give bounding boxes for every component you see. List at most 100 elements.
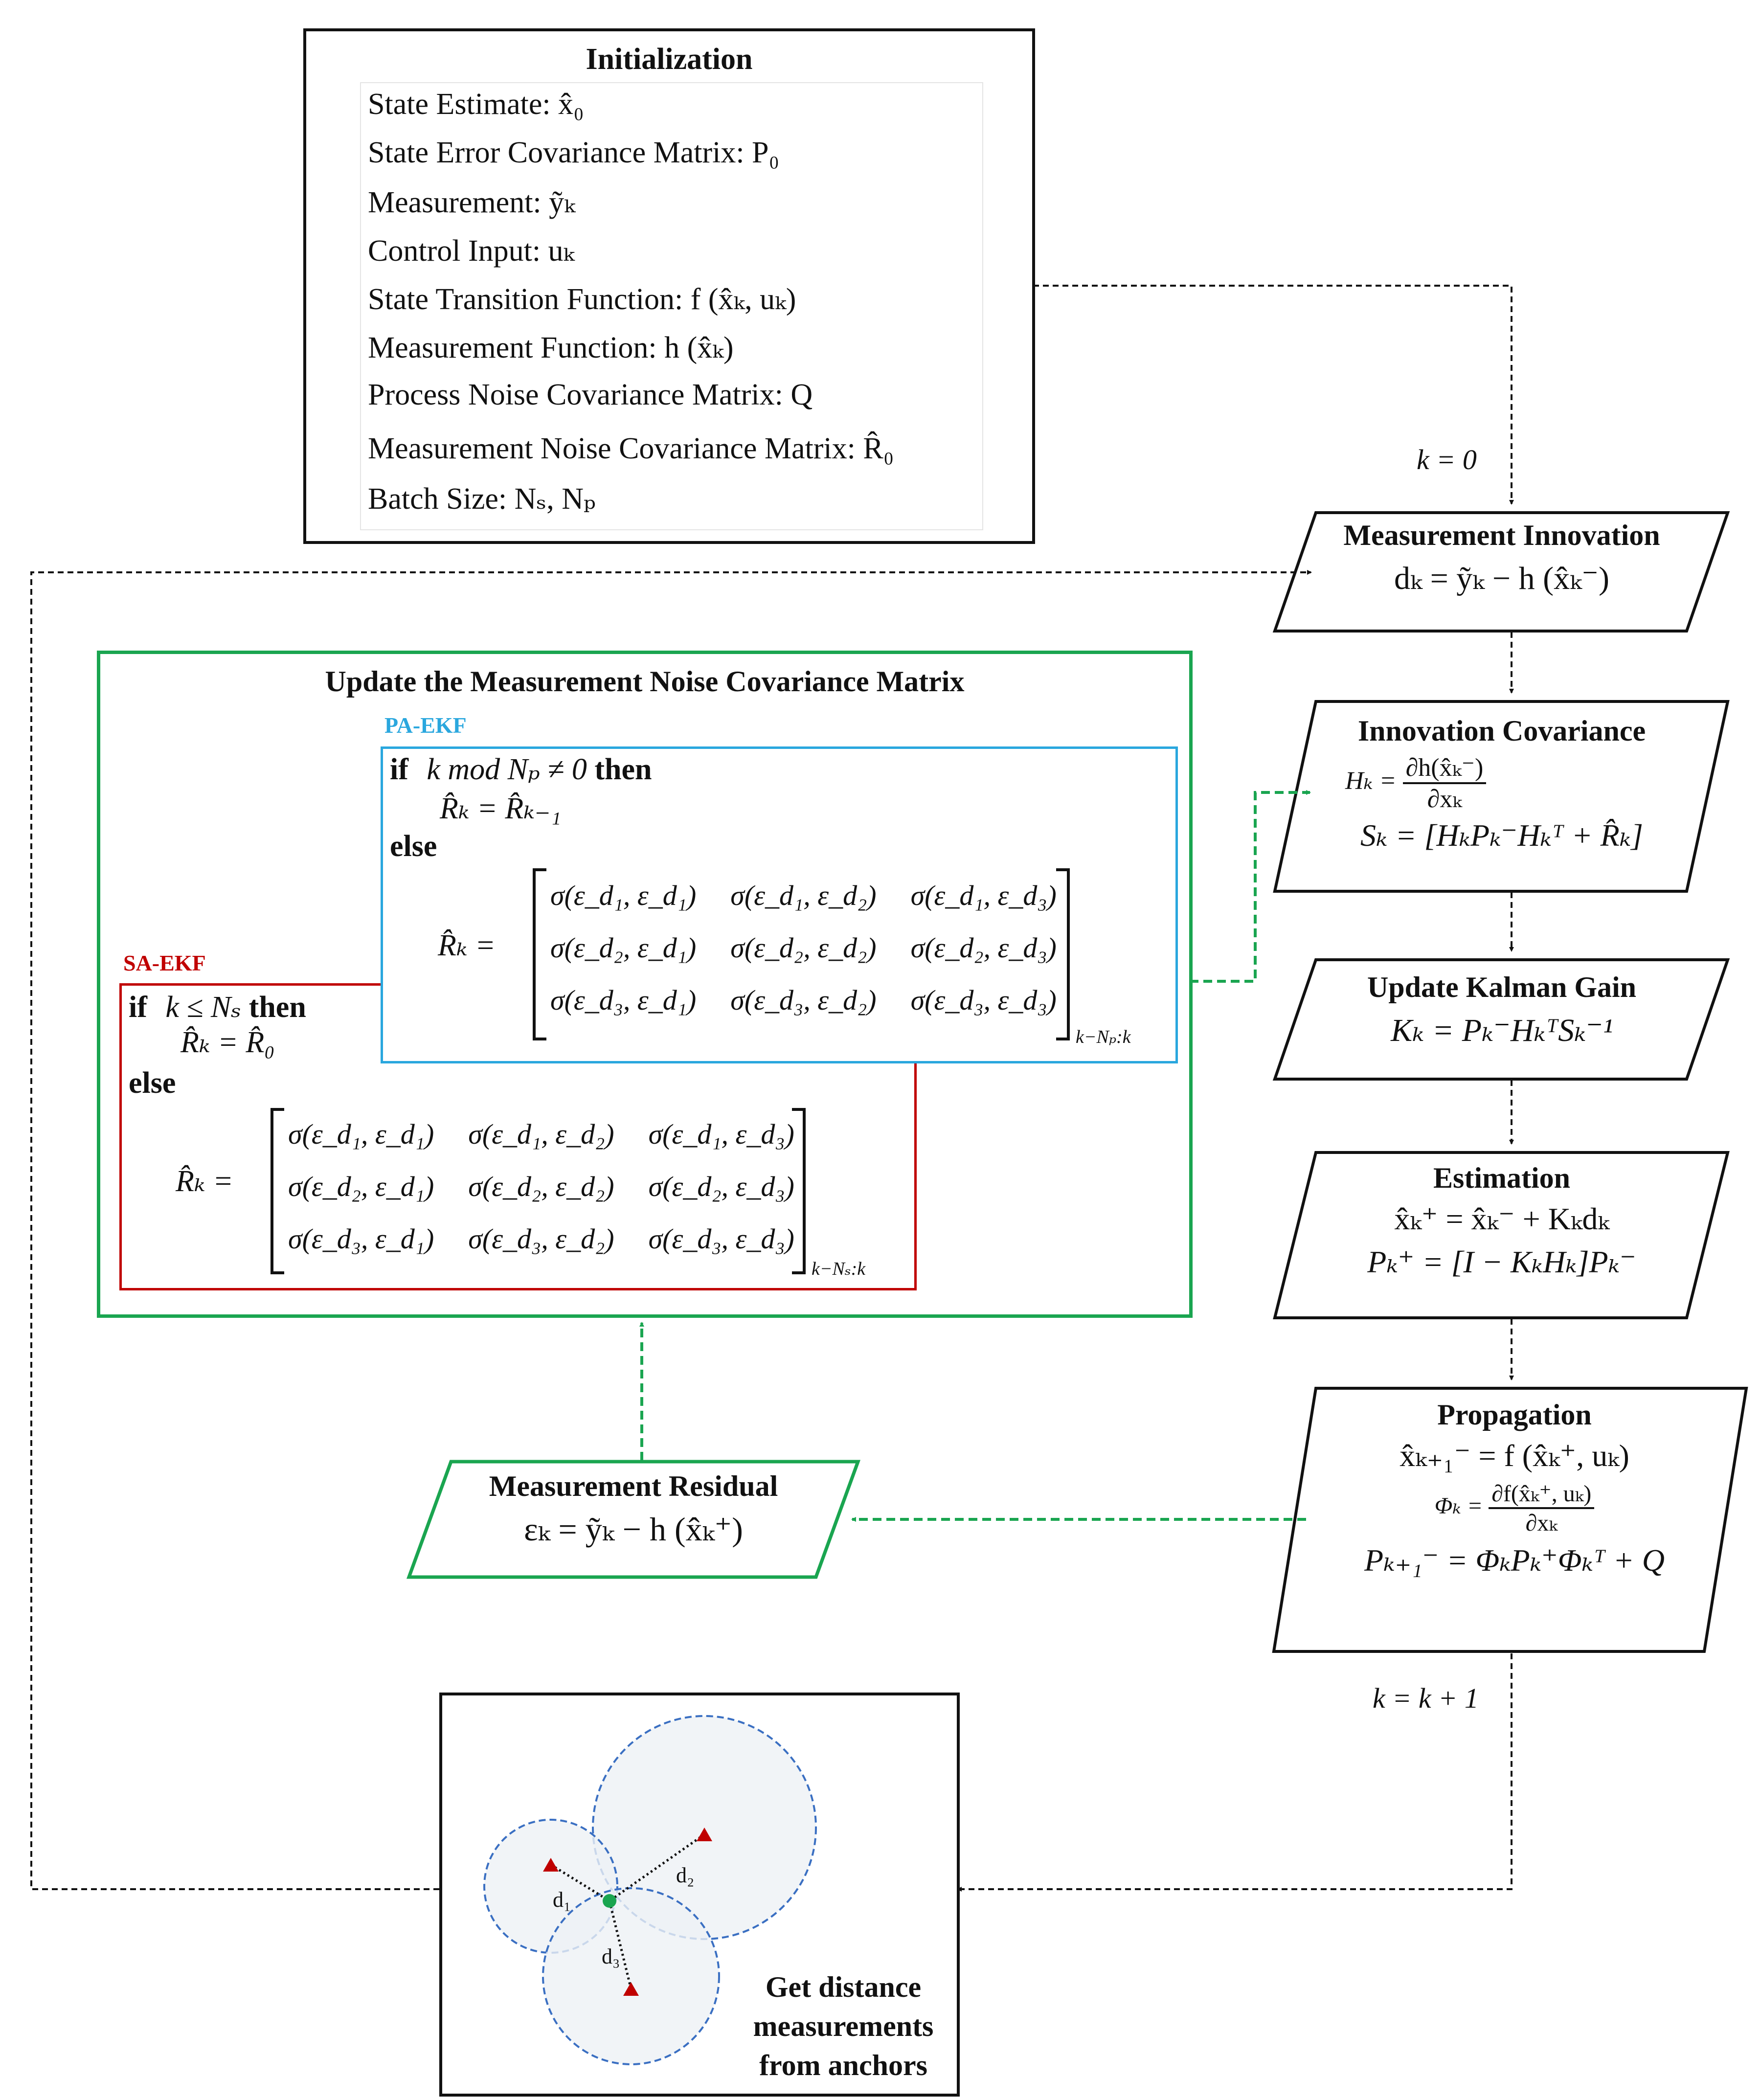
pa-range-label: k−Nₚ:k xyxy=(1076,1027,1131,1047)
init-line-meas-func: Measurement Function: h (x̂ₖ) xyxy=(368,331,734,364)
distance-line-3 xyxy=(608,1900,632,1989)
pa-bracket-right xyxy=(1056,868,1070,1040)
innovation-title: Measurement Innovation xyxy=(1343,519,1660,551)
innovation-content: Measurement Innovation dₖ = ỹₖ − h (x̂ₖ⁻… xyxy=(1291,519,1712,597)
propagation-cov-eq: Pₖ₊₁⁻ = ΦₖPₖ⁺Φₖᵀ + Q xyxy=(1364,1543,1665,1578)
anchors-to-innovation-line xyxy=(30,570,1312,1890)
pa-matrix-lhs: R̂ₖ = xyxy=(438,929,496,962)
initialization-box: Initialization State Estimate: x̂₀ State… xyxy=(303,28,1035,544)
anchor-circle-3 xyxy=(542,1887,720,2065)
phi-fraction: ∂f(x̂ₖ⁺, uₖ) ∂xₖ xyxy=(1489,1480,1595,1536)
sa-bracket-left xyxy=(271,1108,284,1274)
k-increment-label: k = k + 1 xyxy=(1373,1682,1479,1714)
sa-ekf-label: SA-EKF xyxy=(123,950,206,975)
innov-cov-jacobian: Hₖ = ∂h(x̂ₖ⁻) ∂xₖ xyxy=(1291,753,1712,813)
pa-if-keyword: if xyxy=(390,753,408,786)
sa-cell-1-2: σ(ε_d₁, ε_d₂) xyxy=(468,1118,614,1150)
phi-denominator: ∂xₖ xyxy=(1525,1510,1558,1536)
innov-cov-equation: Sₖ = [HₖPₖ⁻Hₖᵀ + R̂ₖ] xyxy=(1360,818,1644,853)
phi-numerator: ∂f(x̂ₖ⁺, uₖ) xyxy=(1489,1480,1595,1509)
init-line-transition: State Transition Function: f (x̂ₖ, uₖ) xyxy=(368,283,796,316)
sa-matrix-lhs: R̂ₖ = xyxy=(176,1165,233,1198)
innovation-shape xyxy=(1272,511,1730,632)
init-line-batch: Batch Size: Nₛ, Nₚ xyxy=(368,482,596,516)
init-line-process-noise: Process Noise Covariance Matrix: Q xyxy=(368,378,813,411)
sa-if-line: if k ≤ Nₛ then xyxy=(129,989,306,1025)
gain-content: Update Kalman Gain Kₖ = Pₖ⁻HₖᵀSₖ⁻¹ xyxy=(1291,971,1712,1049)
pa-else-keyword: else xyxy=(390,830,437,863)
gain-equation: Kₖ = Pₖ⁻HₖᵀSₖ⁻¹ xyxy=(1391,1013,1613,1048)
init-line-meas-noise: Measurement Noise Covariance Matrix: R̂₀ xyxy=(368,432,894,465)
anchor-marker-3 xyxy=(623,1982,639,1996)
caption-line-2: measurements xyxy=(753,2010,934,2042)
sa-then-keyword: then xyxy=(248,991,306,1024)
pa-ekf-label: PA-EKF xyxy=(384,713,467,738)
estimation-state-eq: x̂ₖ⁺ = x̂ₖ⁻ + Kₖdₖ xyxy=(1394,1201,1609,1236)
anchor-marker-1 xyxy=(543,1858,559,1872)
innovation-equation: dₖ = ỹₖ − h (x̂ₖ⁻) xyxy=(1394,561,1609,596)
sa-cell-2-1: σ(ε_d₂, ε_d₁) xyxy=(288,1171,434,1202)
residual-equation: εₖ = ỹₖ − h (x̂ₖ⁺) xyxy=(524,1511,743,1548)
pa-if-condition: k mod Nₚ ≠ 0 xyxy=(427,753,587,786)
propagation-content: Propagation x̂ₖ₊₁⁻ = f (x̂ₖ⁺, uₖ) Φₖ = ∂… xyxy=(1299,1398,1730,1579)
init-line-state-estimate: State Estimate: x̂₀ xyxy=(368,88,584,121)
distance-label-3: d₃ xyxy=(602,1944,620,1968)
jacobian-fraction: ∂h(x̂ₖ⁻) ∂xₖ xyxy=(1402,753,1487,813)
update-title: Update the Measurement Noise Covariance … xyxy=(325,665,965,698)
pa-ekf-box: if k mod Nₚ ≠ 0 then R̂ₖ = R̂ₖ₋₁ else R̂… xyxy=(381,746,1178,1063)
pa-cell-1-1: σ(ε_d₁, ε_d₁) xyxy=(550,880,697,911)
propagation-jacobian: Φₖ = ∂f(x̂ₖ⁺, uₖ) ∂xₖ xyxy=(1299,1480,1730,1536)
propagation-shape xyxy=(1272,1387,1748,1653)
phi-lhs: Φₖ = xyxy=(1434,1493,1483,1519)
pa-if-line: if k mod Nₚ ≠ 0 then xyxy=(390,751,652,787)
init-line-measurement: Measurement: ỹₖ xyxy=(368,186,575,219)
anchors-panel: d₁ d₂ d₃ Get distance measurements from … xyxy=(439,1693,960,2097)
residual-content: Measurement Residual εₖ = ỹₖ − h (x̂ₖ⁺) xyxy=(421,1469,846,1549)
sa-matrix: σ(ε_d₁, ε_d₁) σ(ε_d₁, ε_d₂) σ(ε_d₁, ε_d₃… xyxy=(288,1118,794,1255)
pa-bracket-left xyxy=(533,868,546,1040)
update-noise-cov-box: Update the Measurement Noise Covariance … xyxy=(97,651,1193,1318)
pa-cell-2-2: σ(ε_d₂, ε_d₂) xyxy=(730,932,877,964)
pa-matrix: σ(ε_d₁, ε_d₁) σ(ε_d₁, ε_d₂) σ(ε_d₁, ε_d₃… xyxy=(550,879,1057,1016)
init-title: Initialization xyxy=(586,43,753,76)
caption-line-1: Get distance xyxy=(765,1971,922,2003)
caption-line-3: from anchors xyxy=(759,2049,927,2081)
sa-assign-line: R̂ₖ = R̂₀ xyxy=(181,1026,275,1059)
propagation-title: Propagation xyxy=(1437,1399,1592,1431)
distance-label-1: d₁ xyxy=(553,1888,571,1912)
propagation-state-eq: x̂ₖ₊₁⁻ = f (x̂ₖ⁺, uₖ) xyxy=(1400,1438,1629,1473)
anchors-caption: Get distance measurements from anchors xyxy=(741,1967,946,2085)
sa-cell-3-1: σ(ε_d₃, ε_d₁) xyxy=(288,1223,434,1255)
sa-cell-1-3: σ(ε_d₁, ε_d₃) xyxy=(648,1118,794,1150)
pa-cell-3-2: σ(ε_d₃, ε_d₂) xyxy=(730,984,877,1016)
sa-cell-3-2: σ(ε_d₃, ε_d₂) xyxy=(468,1223,614,1255)
propagation-to-anchors-line xyxy=(957,1653,1513,1892)
pa-cell-1-3: σ(ε_d₁, ε_d₃) xyxy=(910,880,1057,911)
innov-cov-content: Innovation Covariance Hₖ = ∂h(x̂ₖ⁻) ∂xₖ … xyxy=(1291,714,1712,854)
anchor-graphic xyxy=(483,1715,817,2065)
estimation-content: Estimation x̂ₖ⁺ = x̂ₖ⁻ + Kₖdₖ Pₖ⁺ = [I −… xyxy=(1291,1161,1712,1280)
init-list: State Estimate: x̂₀ State Error Covarian… xyxy=(360,82,983,530)
pa-cell-1-2: σ(ε_d₁, ε_d₂) xyxy=(730,880,877,911)
init-to-innovation-line xyxy=(1033,285,1514,505)
distance-label-2: d₂ xyxy=(676,1863,695,1887)
pa-cell-2-1: σ(ε_d₂, ε_d₁) xyxy=(550,932,697,964)
pa-then-keyword: then xyxy=(594,753,652,786)
sa-range-label: k−Nₛ:k xyxy=(812,1259,866,1279)
sa-if-condition: k ≤ Nₛ xyxy=(165,991,242,1024)
pa-cell-2-3: σ(ε_d₂, ε_d₃) xyxy=(910,932,1057,964)
k-zero-label: k = 0 xyxy=(1417,444,1477,475)
pa-cell-3-3: σ(ε_d₃, ε_d₃) xyxy=(910,984,1057,1016)
residual-title: Measurement Residual xyxy=(489,1470,778,1502)
init-line-control: Control Input: uₖ xyxy=(368,234,575,268)
jacobian-numerator: ∂h(x̂ₖ⁻) xyxy=(1402,753,1487,784)
pa-cell-3-1: σ(ε_d₃, ε_d₁) xyxy=(550,984,697,1016)
init-line-error-cov: State Error Covariance Matrix: P₀ xyxy=(368,136,780,169)
jacobian-lhs: Hₖ = xyxy=(1345,767,1397,795)
pa-assign-line: R̂ₖ = R̂ₖ₋₁ xyxy=(440,792,562,825)
estimation-cov-eq: Pₖ⁺ = [I − KₖHₖ]Pₖ⁻ xyxy=(1367,1244,1636,1279)
sa-cell-1-1: σ(ε_d₁, ε_d₁) xyxy=(288,1118,434,1150)
anchor-marker-2 xyxy=(697,1828,712,1841)
sa-bracket-right xyxy=(792,1108,806,1274)
